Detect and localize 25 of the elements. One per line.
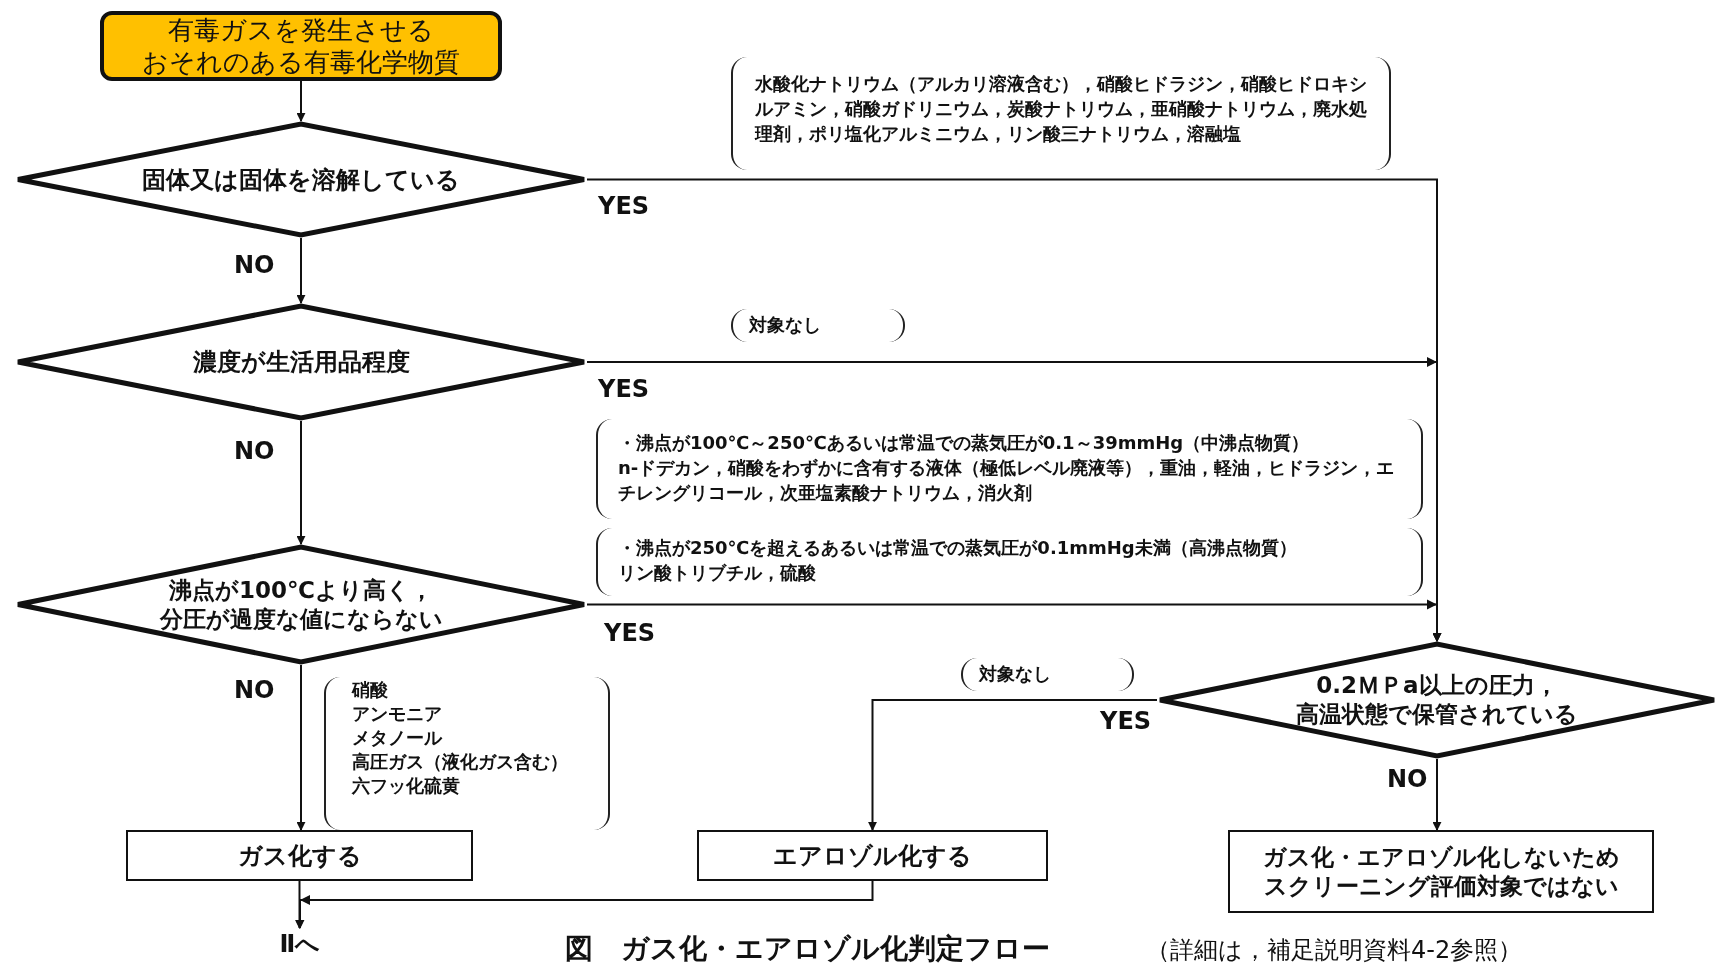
arrow <box>296 420 306 545</box>
bracketed-note: 対象なし <box>961 658 1134 691</box>
bracketed-note: ・沸点が100℃～250℃あるいは常温での蒸気圧が0.1～39mmHg（中沸点物質） n-ドデカン，硝酸をわずかに含有する液体（極低レベル廃液等），重油，軽油，ヒドラジン，エチレングリコール，次亜塩素酸ナトリウム，消火剤 <box>596 419 1423 519</box>
arrow <box>868 699 1158 831</box>
arrow <box>296 237 306 304</box>
decision-diamond: 固体又は固体を溶解している <box>15 121 587 238</box>
decision-diamond: 0.2ＭＰa以上の圧力，高温状態で保管されている <box>1157 641 1717 759</box>
arrow <box>296 664 306 831</box>
arrow <box>1432 758 1442 831</box>
bracketed-note: 硝酸 アンモニア メタノール 高圧ガス（液化ガス含む） 六フッ化硫黄 <box>324 677 610 830</box>
arrow <box>295 880 304 929</box>
bracketed-note: 水酸化ナトリウム（アルカリ溶液含む），硝酸ヒドラジン，硝酸ヒドロキシルアミン，硝酸ガドリニウム，炭酸ナトリウム，亜硝酸ナトリウム，廃水処理剤，ポリ塩化アルミニウム，リン酸三ナトリウム，溶融塩 <box>731 57 1391 170</box>
process-box: ガス化する <box>126 830 473 881</box>
process-box: ガス化・エアロゾル化しないためスクリーニング評価対象ではない <box>1228 830 1654 913</box>
process-box: エアロゾル化する <box>697 830 1048 881</box>
reference-note: （詳細は，補足説明資料4-2参照） <box>1146 935 1523 966</box>
caption: 図 ガス化・エアロゾル化判定フロー <box>565 931 1050 967</box>
destination-text: Ⅱへ <box>270 928 330 960</box>
bracketed-note: ・沸点が250℃を超えるあるいは常温での蒸気圧が0.1mmHg未満（高沸点物質） リン酸トリブチル，硫酸 <box>596 528 1423 596</box>
start-box: 有毒ガスを発生させるおそれのある有毒化学物質 <box>100 11 502 81</box>
arrow <box>296 80 306 122</box>
decision-diamond: 沸点が100℃より高く，分圧が過度な値にならない <box>15 544 587 665</box>
bracketed-note: 対象なし <box>731 309 905 342</box>
decision-diamond: 濃度が生活用品程度 <box>15 303 587 421</box>
arrow <box>586 599 1442 642</box>
